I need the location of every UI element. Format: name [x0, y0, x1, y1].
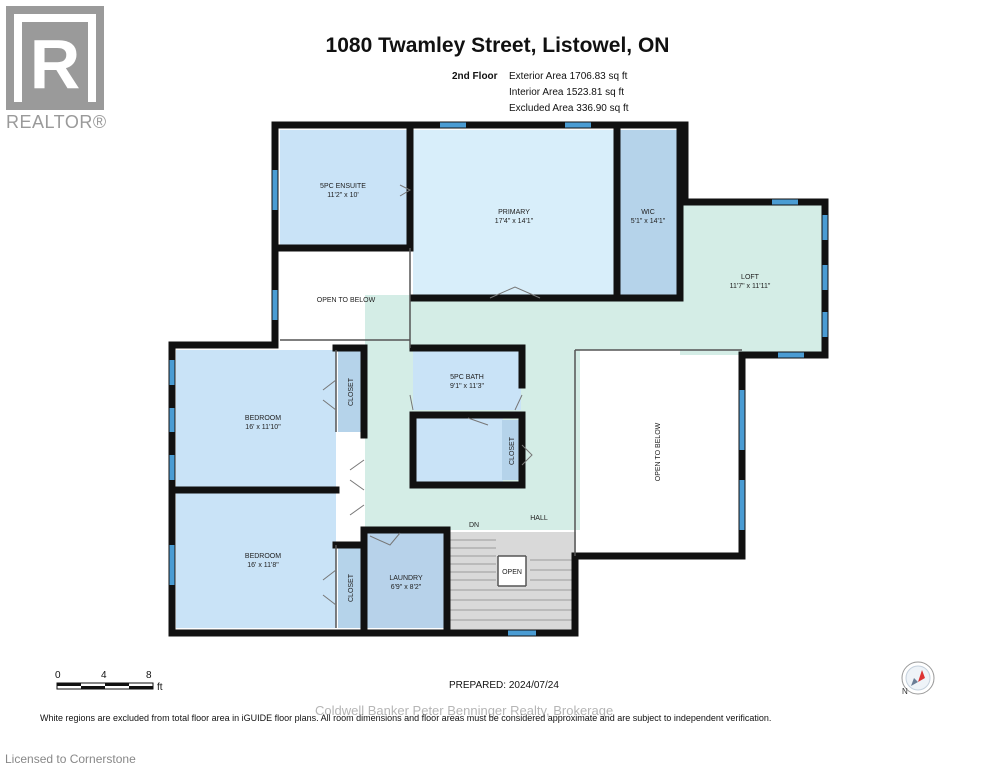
bath-fill	[413, 348, 521, 410]
excluded-area: Excluded Area 336.90 sq ft	[509, 103, 629, 114]
ensuite-dims: 11'2" x 10'	[327, 192, 359, 199]
thin-walls	[280, 248, 742, 628]
page-title: 1080 Twamley Street, Listowel, ON	[325, 34, 670, 57]
closet1-fill	[338, 350, 362, 432]
scale-tick-8: 8	[146, 670, 152, 681]
bath-name: 5PC BATH	[450, 374, 484, 381]
prepared-date: PREPARED: 2024/07/24	[449, 680, 559, 691]
compass-label: N	[902, 687, 908, 696]
primary-fill	[413, 130, 618, 295]
tub-fill	[413, 415, 503, 483]
open-below-2: OPEN TO BELOW	[655, 422, 662, 481]
bedroom2-fill	[176, 493, 336, 628]
interior-area: Interior Area 1523.81 sq ft	[509, 87, 625, 98]
stair-treads	[450, 539, 576, 621]
wic-name: WIC	[641, 209, 655, 216]
exterior-area: Exterior Area 1706.83 sq ft	[509, 71, 628, 82]
room-labels: 5PC ENSUITE 11'2" x 10' PRIMARY 17'4" x …	[245, 183, 771, 602]
license-notice: Licensed to Cornerstone	[5, 752, 136, 766]
loft-name: LOFT	[741, 274, 760, 281]
doors	[322, 184, 541, 606]
closet1-name: CLOSET	[348, 377, 355, 406]
wic-dims: 5'1" x 14'1"	[631, 218, 666, 225]
svg-text:R: R	[30, 25, 81, 103]
realtor-logo-mark: R	[6, 6, 104, 110]
closet3-name: CLOSET	[509, 436, 516, 465]
bedroom1-dims: 16' x 11'10"	[245, 424, 281, 431]
scale-tick-4: 4	[101, 670, 107, 681]
wic-fill	[620, 130, 678, 295]
bath-dims: 9'1" x 11'3"	[450, 383, 484, 390]
laundry-fill	[367, 533, 445, 628]
open-below-1: OPEN TO BELOW	[317, 297, 376, 304]
closet2-name: CLOSET	[348, 573, 355, 602]
disclaimer: White regions are excluded from total fl…	[40, 713, 772, 723]
open-fill	[498, 556, 526, 586]
bedroom2-dims: 16' x 11'8"	[247, 562, 279, 569]
scale-bar	[56, 682, 154, 690]
primary-dims: 17'4" x 14'1"	[495, 218, 534, 225]
loft-fill	[680, 205, 825, 355]
closet2-fill	[338, 545, 362, 628]
realtor-wordmark: REALTOR®	[6, 112, 107, 132]
realtor-logo: R REALTOR®	[0, 0, 115, 135]
loft-dims: 11'7" x 11'11"	[730, 283, 771, 290]
dn-label: DN	[469, 522, 479, 529]
laundry-dims: 6'9" x 8'2"	[391, 584, 422, 591]
closet3-fill	[502, 420, 522, 480]
windows	[169, 122, 828, 636]
brokerage-watermark: Coldwell Banker Peter Benninger Realty, …	[315, 703, 614, 718]
bedroom2-name: BEDROOM	[245, 553, 281, 560]
ensuite-fill	[280, 130, 410, 248]
open-label: OPEN	[502, 569, 522, 576]
scale-unit: ft	[157, 682, 163, 693]
primary-name: PRIMARY	[498, 209, 530, 216]
floor-label: 2nd Floor	[452, 71, 498, 82]
compass-icon: N	[900, 660, 936, 696]
bedroom1-fill	[176, 350, 336, 490]
walls	[168, 121, 829, 637]
scale-tick-0: 0	[55, 670, 61, 681]
ensuite-name: 5PC ENSUITE	[320, 183, 366, 190]
hall-name: HALL	[530, 515, 548, 522]
laundry-name: LAUNDRY	[389, 575, 423, 582]
bedroom1-name: BEDROOM	[245, 415, 281, 422]
